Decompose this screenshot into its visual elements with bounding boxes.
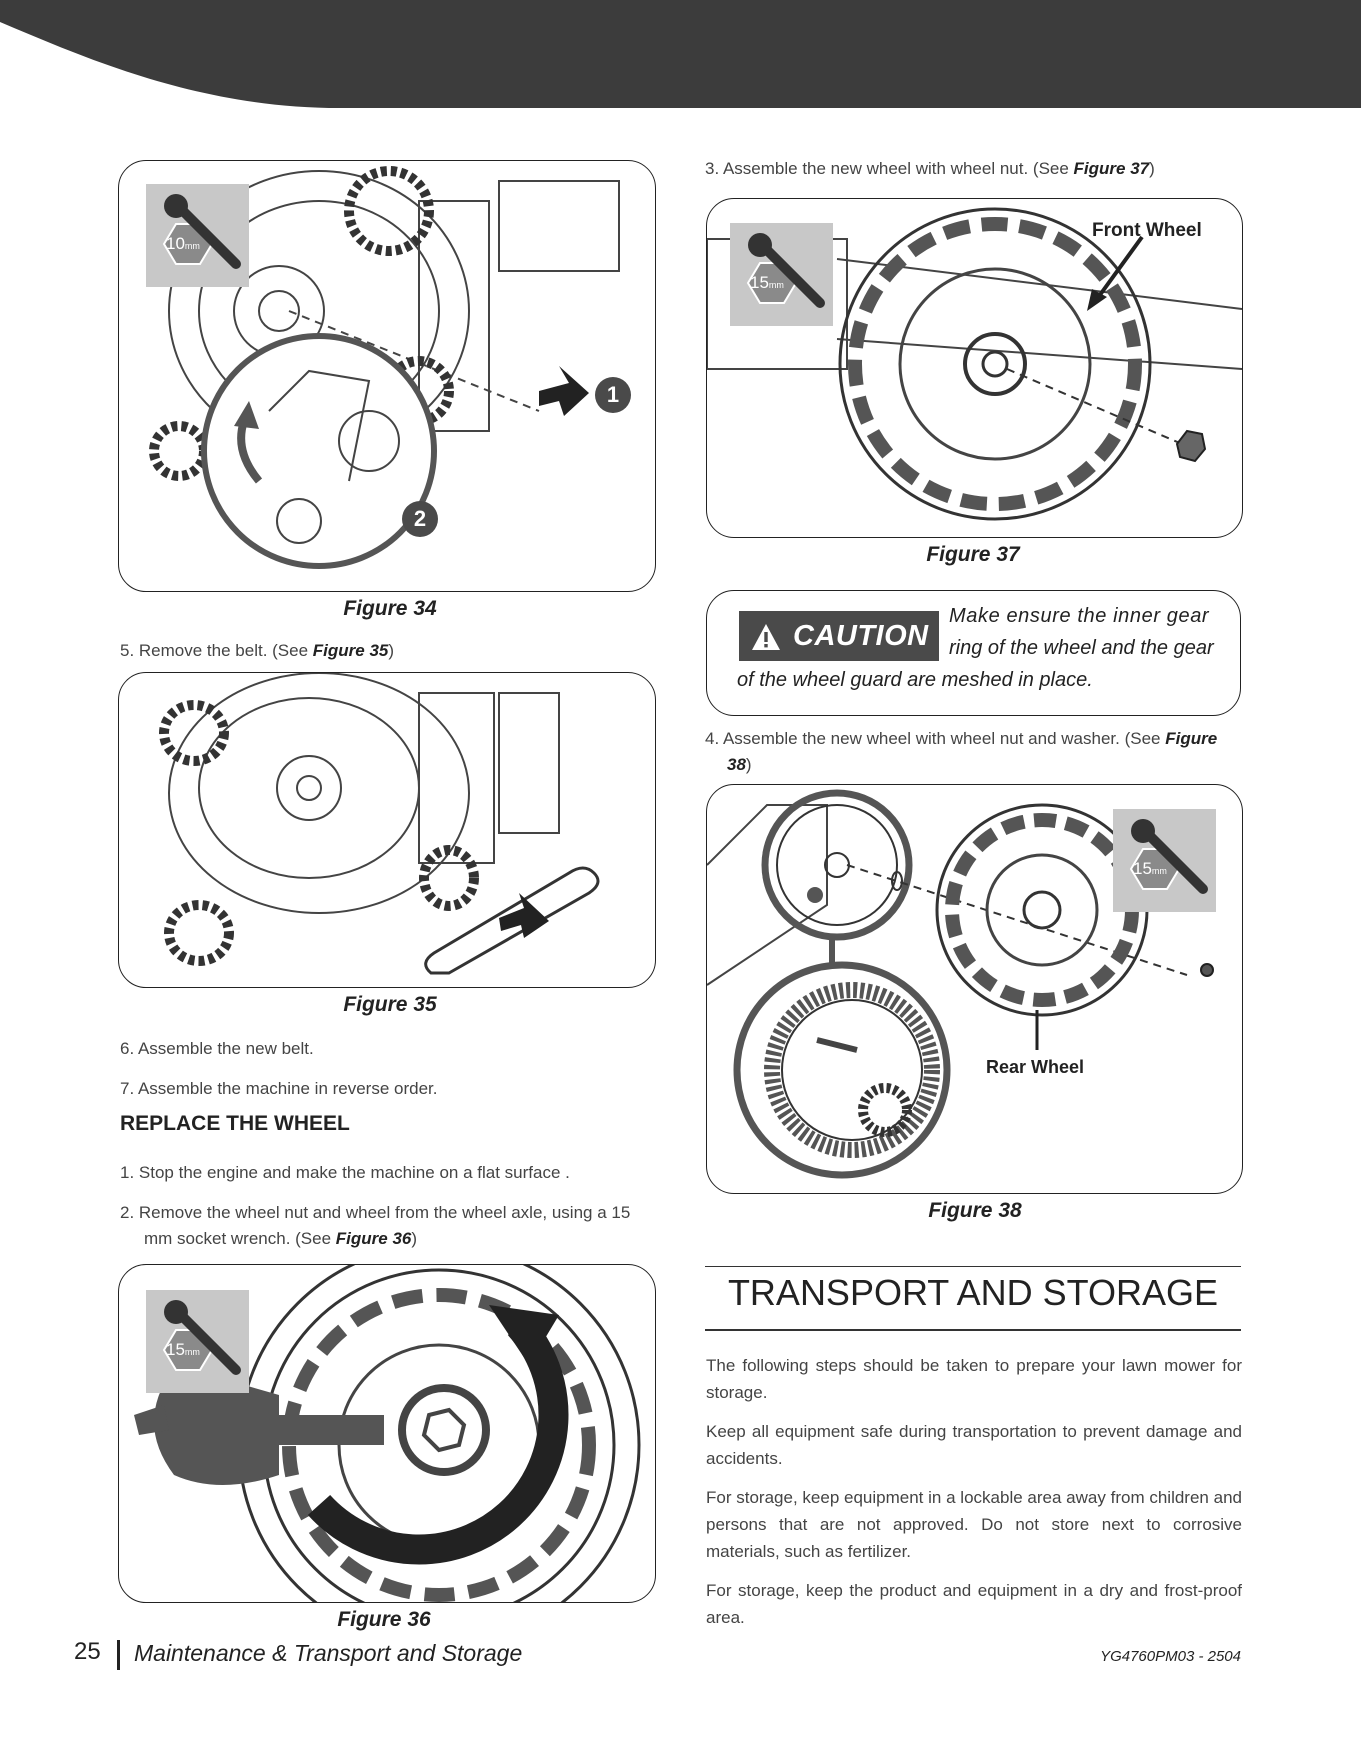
storage-paragraph: For storage, keep equipment in a lockabl… xyxy=(706,1488,1242,1561)
storage-paragraph: The following steps should be taken to p… xyxy=(706,1356,1242,1402)
caution-box: CAUTION Make ensure the inner gear ring … xyxy=(706,590,1241,716)
tool-size: 15 xyxy=(1133,859,1152,878)
wrench-icon xyxy=(1129,819,1208,894)
section-divider-bottom xyxy=(705,1329,1241,1331)
figure-ref[interactable]: Figure 35 xyxy=(312,641,389,660)
socket-wrench-badge: 15mm xyxy=(1113,809,1216,912)
step-6-text: 6. Assemble the new belt. xyxy=(120,1039,314,1058)
section-divider-top xyxy=(705,1266,1241,1267)
caution-text-3: of the wheel guard are meshed in place. xyxy=(737,669,1093,691)
figure-ref[interactable]: Figure 37 xyxy=(1073,159,1150,178)
storage-paragraph: Keep all equipment safe during transport… xyxy=(706,1422,1242,1468)
front-wheel-label: Front Wheel xyxy=(1092,220,1202,241)
step-2-marker: 2 xyxy=(402,501,438,537)
header-band xyxy=(0,0,1361,108)
wrench-icon xyxy=(746,233,825,308)
figure-34-caption: Figure 34 xyxy=(343,597,437,620)
figure-35-caption: Figure 35 xyxy=(343,993,437,1016)
storage-paragraph: For storage, keep the product and equipm… xyxy=(706,1581,1242,1627)
tool-unit: mm xyxy=(184,1347,200,1357)
figure-38-image xyxy=(706,784,1243,1194)
step-5-text: 5. Remove the belt. (See Figure 35) xyxy=(120,641,395,660)
page-number: 25 xyxy=(74,1638,101,1665)
socket-wrench-badge: 15mm xyxy=(146,1290,249,1393)
figure-35-image xyxy=(118,672,656,988)
wrench-icon xyxy=(162,1300,241,1375)
footer-section-title: Maintenance & Transport and Storage xyxy=(134,1640,523,1666)
wrench-icon xyxy=(162,194,241,269)
section-heading: REPLACE THE WHEEL xyxy=(120,1112,350,1135)
step-3-text: 3. Assemble the new wheel with wheel nut… xyxy=(705,159,1155,178)
tool-size: 10 xyxy=(166,234,185,253)
caution-text-1: Make ensure the inner gear xyxy=(949,605,1210,627)
socket-wrench-badge: 10mm xyxy=(146,184,249,287)
wheel-step-2: 2. Remove the wheel nut and wheel from t… xyxy=(120,1203,631,1248)
step-1-marker: 1 xyxy=(595,377,631,413)
figure-ref[interactable]: Figure 36 xyxy=(335,1229,412,1248)
tool-size: 15 xyxy=(166,1340,185,1359)
tool-size: 15 xyxy=(750,273,769,292)
transport-title: TRANSPORT AND STORAGE xyxy=(727,1272,1219,1313)
caution-badge: CAUTION xyxy=(739,611,939,661)
rear-wheel-label: Rear Wheel xyxy=(986,1057,1085,1077)
footer-separator xyxy=(117,1640,120,1670)
socket-wrench-badge: 15mm xyxy=(730,223,833,326)
tool-unit: mm xyxy=(1151,866,1167,876)
figure-37-caption: Figure 37 xyxy=(926,543,1020,566)
step-7-text: 7. Assemble the machine in reverse order… xyxy=(120,1079,438,1098)
figure-34-image xyxy=(118,160,656,592)
caution-text-2: ring of the wheel and the gear xyxy=(949,637,1214,659)
step-4-text: 4. Assemble the new wheel with wheel nut… xyxy=(705,729,1218,774)
figure-ref[interactable]: Figure xyxy=(1165,729,1218,748)
tool-unit: mm xyxy=(768,280,784,290)
figure-38-caption: Figure 38 xyxy=(928,1199,1022,1222)
figure-ref[interactable]: 38 xyxy=(727,755,746,774)
document-code: YG4760PM03 - 2504 xyxy=(1100,1648,1241,1665)
wheel-step-1: 1. Stop the engine and make the machine … xyxy=(120,1163,570,1182)
figure-36-caption: Figure 36 xyxy=(337,1608,431,1631)
tool-unit: mm xyxy=(184,241,200,251)
warning-icon xyxy=(752,624,780,650)
